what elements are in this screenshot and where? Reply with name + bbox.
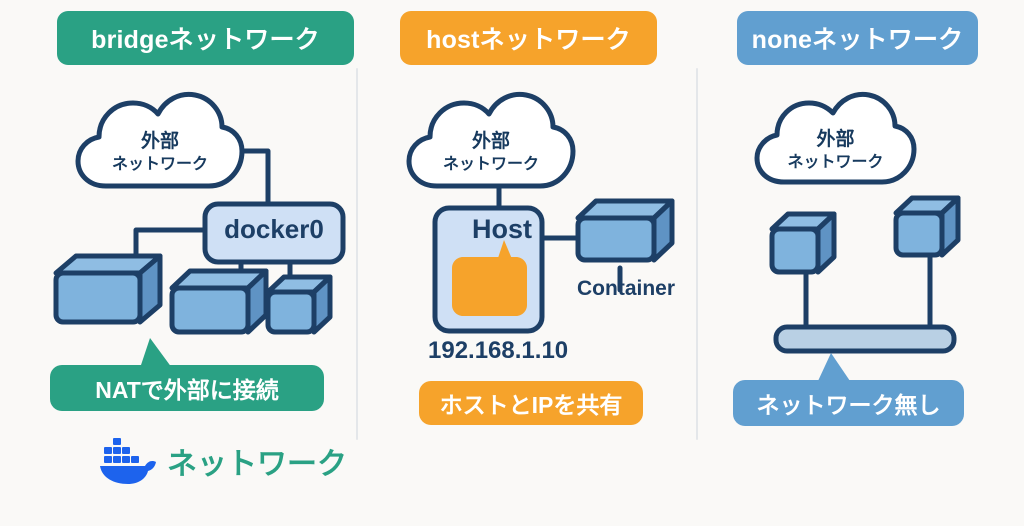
none-graphics <box>754 91 961 354</box>
host-graphics <box>406 91 675 334</box>
callout-nat-external: NATで外部に接続 <box>50 365 324 411</box>
host-box-label: Host <box>472 214 532 244</box>
cloud-external-network-bridge <box>75 91 245 189</box>
badge-none-network[interactable]: noneネットワーク <box>737 11 978 65</box>
docker-brand-footer: ネットワーク <box>99 437 347 487</box>
container-label: Container <box>577 277 676 300</box>
docker0-bridge-box <box>202 201 346 265</box>
bridge-graphics <box>53 91 346 335</box>
host-ip-bubble-icon <box>452 240 527 316</box>
callout-no-network: ネットワーク無し <box>733 380 964 426</box>
docker-brand-text: ネットワーク <box>167 448 347 481</box>
link-container1-to-docker0 <box>133 227 210 261</box>
panel-divider-2 <box>696 68 698 440</box>
container-cube-2 <box>169 268 269 335</box>
container-cube-1 <box>53 253 163 325</box>
docker0-label: docker0 <box>224 214 324 244</box>
isolated-container-cube-1 <box>769 211 837 275</box>
container-cube-host <box>575 198 675 263</box>
host-ip-address: 192.168.1.10 <box>428 337 569 364</box>
cloud-external-network-host <box>406 91 576 189</box>
panel-none: 外部 ネットワーク <box>700 0 1024 521</box>
badge-host-network[interactable]: hostネットワーク <box>400 11 657 65</box>
callout-tail-nonet-icon <box>818 353 850 381</box>
docker-whale-logo-icon <box>100 438 156 484</box>
badge-bridge-network[interactable]: bridgeネットワーク <box>57 11 354 65</box>
callout-share-ip: ホストとIPを共有 <box>419 381 643 425</box>
panel-divider-1 <box>356 68 358 440</box>
isolated-container-cube-2 <box>893 195 961 258</box>
no-network-bar <box>773 324 957 354</box>
cloud-external-network-none <box>754 91 917 185</box>
container-cube-3 <box>265 274 333 335</box>
panel-host: 外部 ネットワーク <box>352 0 700 521</box>
callout-tail-nat-icon <box>140 338 172 368</box>
